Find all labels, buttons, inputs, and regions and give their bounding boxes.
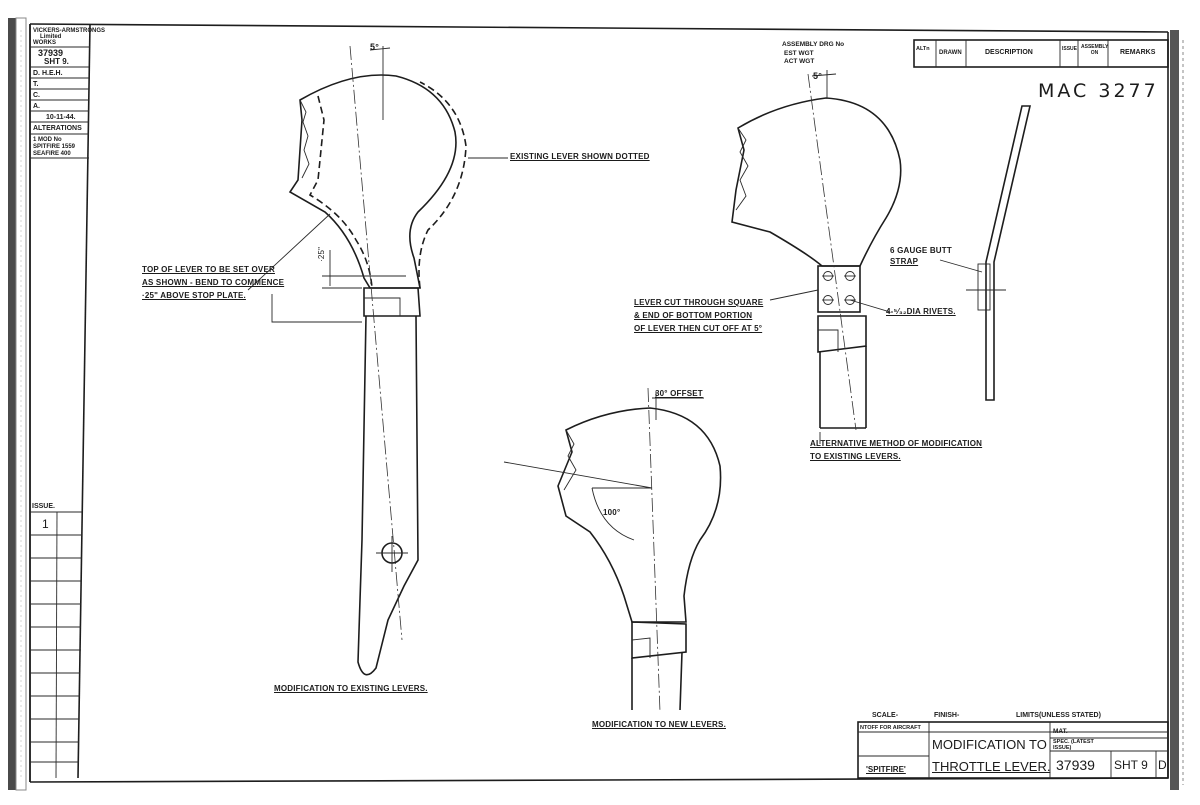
alteration-1: 1 MOD No <box>33 137 62 143</box>
limits-label: LIMITS(UNLESS STATED) <box>1016 712 1101 719</box>
lever-alternative <box>731 70 902 444</box>
alternative-method-line-2: TO EXISTING LEVERS. <box>810 452 901 461</box>
revision-col-drawn: DRAWN <box>939 50 962 56</box>
rivets-note: 4-⁵⁄₃₂DIA RIVETS. <box>886 307 956 316</box>
corner-row-drawn: D. H.E.H. <box>33 70 63 77</box>
revision-col-alteration: ALTn <box>916 46 930 52</box>
cut-note-line-2: & END OF BOTTOM PORTION <box>634 311 753 320</box>
issue-label: ISSUE. <box>32 503 55 510</box>
caption-existing-levers: MODIFICATION TO EXISTING LEVERS. <box>274 684 428 693</box>
corner-row-traced: T. <box>33 81 39 88</box>
drawing-title-line-2: THROTTLE LEVER. <box>932 759 1051 774</box>
strap-side-view <box>939 105 1032 401</box>
butt-strap-note-line-2: STRAP <box>890 257 919 266</box>
corner-drawing-number: 37939 <box>38 48 64 58</box>
alteration-2: SPITFIRE 1559 <box>33 144 76 150</box>
actual-weight-label: ACT WGT <box>784 58 815 65</box>
right-binding-strip <box>1170 30 1184 790</box>
sheet-border <box>29 23 1169 783</box>
assembly-drawing-label: ASSEMBLY DRG No <box>782 41 845 48</box>
corner-row-checked: C. <box>33 92 40 99</box>
lever-new <box>503 387 722 713</box>
alterations-title: ALTERATIONS <box>33 125 82 132</box>
top-lever-note-line-3: ·25" ABOVE STOP PLATE. <box>142 291 246 300</box>
lever-existing <box>247 45 508 676</box>
alteration-3: SEAFIRE 400 <box>33 151 71 157</box>
alternative-method-line-1: ALTERNATIVE METHOD OF MODIFICATION <box>810 439 983 448</box>
revision-col-description: DESCRIPTION <box>985 49 1033 56</box>
archive-reference-stamp: MAC 3277 <box>1038 80 1159 102</box>
maker-line-2: Limited <box>40 34 62 40</box>
scale-label: SCALE- <box>872 712 899 719</box>
angle-100-note: 100° <box>603 508 621 517</box>
maker-line-3: WORKS <box>33 40 56 46</box>
offset-note: 30° OFFSET <box>655 389 703 398</box>
revision-block-grid <box>913 39 1169 68</box>
revision-col-issue: ISSUE <box>1062 46 1078 52</box>
corner-row-approved: A. <box>33 103 40 110</box>
revision-col-assembly: ASSEMBLY ON <box>1081 44 1109 56</box>
dimension-25: ·25" <box>317 246 326 262</box>
sheet-number: SHT 9 <box>1114 758 1148 772</box>
corner-sheet: SHT 9. <box>44 57 69 66</box>
angle-note-lever-1: 5° <box>370 42 380 52</box>
butt-strap-note-line-1: 6 GAUGE BUTT <box>890 246 952 255</box>
issue-value: 1 <box>42 517 49 531</box>
caption-new-levers: MODIFICATION TO NEW LEVERS. <box>592 720 726 729</box>
material-label: MAT. <box>1053 728 1068 735</box>
top-lever-note-line-1: TOP OF LEVER TO BE SET OVER <box>142 265 275 274</box>
existing-lever-note: EXISTING LEVER SHOWN DOTTED <box>510 152 650 161</box>
cut-note-line-3: OF LEVER THEN CUT OFF AT 5° <box>634 324 763 333</box>
estimated-weight-label: EST WGT <box>784 50 814 57</box>
finish-label: FINISH- <box>934 712 960 719</box>
left-binding-strip <box>8 17 27 791</box>
angle-note-lever-3: 5° <box>813 71 823 81</box>
maker-line-1: VICKERS-ARMSTRONGS <box>33 28 106 34</box>
top-lever-note-line-2: AS SHOWN - BEND TO COMMENCE <box>142 278 285 287</box>
issue-letter: D <box>1158 758 1167 772</box>
revision-col-remarks: REMARKS <box>1120 49 1156 56</box>
corner-row-date: 10-11-44. <box>46 114 76 121</box>
department-label: NTOFF FOR AIRCRAFT <box>860 725 921 731</box>
drawing-title-line-1: MODIFICATION TO <box>932 737 1047 752</box>
cut-note-line-1: LEVER CUT THROUGH SQUARE <box>634 298 764 307</box>
corner-block-grid <box>29 23 91 782</box>
specification-label: SPEC. (LATEST ISSUE) <box>1053 739 1094 751</box>
project-name: 'SPITFIRE' <box>866 765 906 774</box>
drawing-number: 37939 <box>1056 757 1095 773</box>
title-block-grid <box>857 721 1169 779</box>
